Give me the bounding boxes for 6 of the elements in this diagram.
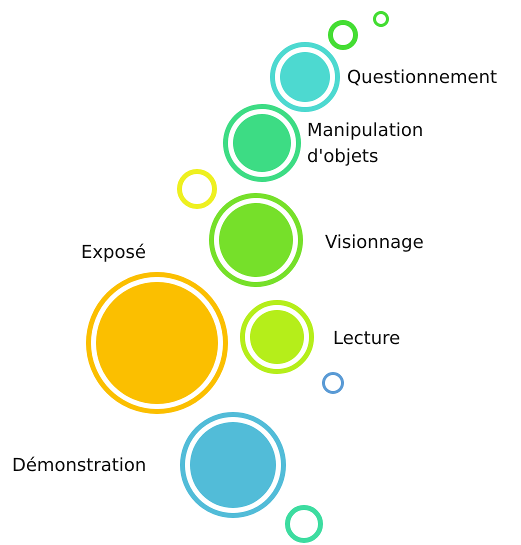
- bubble-label: Visionnage: [325, 231, 424, 255]
- bubble-label: Démonstration: [12, 454, 146, 478]
- bubble-label: Lecture: [333, 327, 400, 351]
- bubble-label: Manipulation d'objets: [307, 119, 424, 169]
- bubble-label: Exposé: [81, 241, 146, 265]
- bubble-label: Questionnement: [347, 66, 498, 90]
